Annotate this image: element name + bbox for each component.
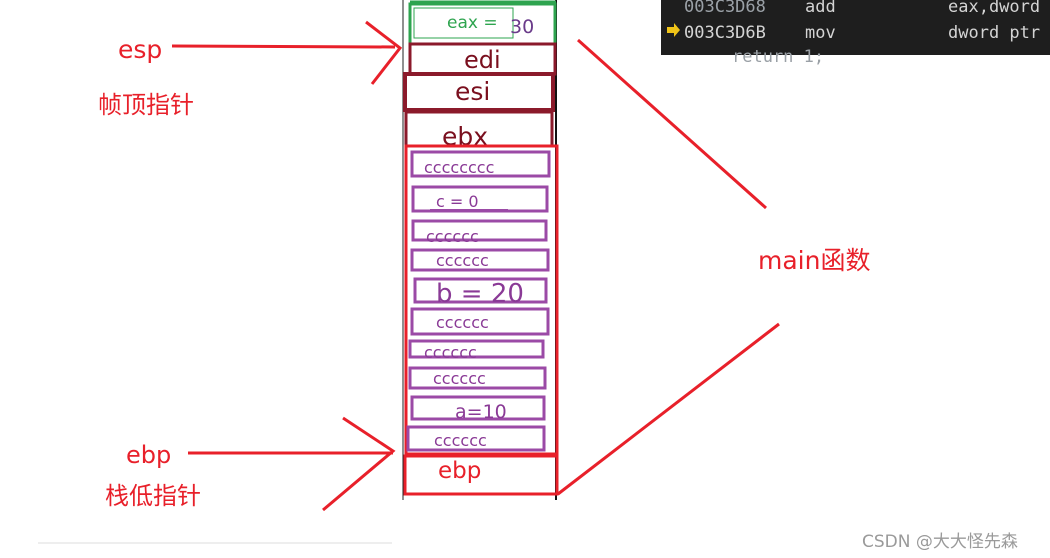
stack-cell-eax: eax = 30 bbox=[408, 2, 557, 46]
stack-cell-esi: esi bbox=[403, 72, 555, 112]
code-line-2-address: 003C3D6B bbox=[684, 23, 766, 43]
stack-cell-edi: edi bbox=[408, 42, 557, 76]
frame-cell-8 bbox=[408, 366, 547, 390]
frame-cell-10-text: cccccc bbox=[434, 431, 487, 450]
frame-cell-9-text: a=10 bbox=[455, 401, 507, 423]
main-frame-border bbox=[404, 144, 559, 456]
frame-cell-4 bbox=[410, 248, 550, 272]
code-line-2-op: mov bbox=[805, 23, 836, 43]
eax-inner-border bbox=[413, 7, 514, 39]
frame-cell-6-text: cccccc bbox=[436, 313, 489, 332]
code-line-1-args: eax,dword bbox=[948, 0, 1040, 17]
frame-cell-1-text: cccccccc bbox=[424, 158, 494, 177]
main-bracket-lower bbox=[557, 322, 780, 496]
ebp-arrow-head-icon bbox=[322, 416, 396, 512]
code-line-1-address: 003C3D68 bbox=[684, 0, 766, 17]
frame-cell-2 bbox=[411, 185, 549, 213]
ebp-label: ebp bbox=[126, 441, 171, 469]
watermark: CSDN @大大怪先森 bbox=[862, 532, 1018, 552]
ebp-cell-label: ebp bbox=[438, 458, 481, 484]
frame-cell-2-text: c = 0 bbox=[436, 192, 479, 211]
frame-cells: cccccccc c = 0 cccccc cccccc b = 20 cccc… bbox=[406, 150, 551, 452]
main-function-label: main函数 bbox=[758, 246, 870, 275]
code-line-1-op: add bbox=[805, 0, 836, 17]
ebp-cell-border bbox=[403, 454, 559, 496]
current-instruction-arrow-icon bbox=[667, 23, 680, 37]
frame-cell-1 bbox=[410, 150, 551, 178]
frame-cell-3-text: cccccc bbox=[426, 227, 479, 246]
esp-arrow-head-icon bbox=[365, 20, 403, 85]
frame-cell-3 bbox=[411, 219, 548, 242]
ebp-description: 栈低指针 bbox=[105, 482, 201, 510]
frame-cell-6 bbox=[410, 307, 550, 336]
code-panel: 003C3D68 add eax,dword 003C3D6B mov dwor… bbox=[661, 0, 1050, 67]
eax-label: eax = bbox=[447, 13, 498, 33]
code-line-3: return 1; bbox=[732, 47, 824, 67]
eax-value: 30 bbox=[510, 16, 534, 38]
frame-cell-5 bbox=[413, 277, 548, 304]
code-panel-background bbox=[661, 0, 1050, 55]
esp-arrow-shaft bbox=[171, 44, 396, 49]
main-bracket-upper bbox=[577, 38, 767, 210]
esp-description: 帧顶指针 bbox=[98, 91, 194, 119]
esi-cell-border bbox=[403, 72, 555, 112]
frame-cell-7 bbox=[408, 339, 545, 359]
frame-cell-5-text: b = 20 bbox=[436, 279, 524, 309]
frame-cell-10 bbox=[406, 425, 546, 452]
frame-cell-4-text: cccccc bbox=[436, 251, 489, 270]
frame-cell-8-text: cccccc bbox=[433, 369, 486, 388]
stack-cell-ebp: ebp bbox=[403, 454, 559, 496]
esp-label: esp bbox=[118, 35, 162, 64]
frame-cell-7-text: cccccc bbox=[424, 343, 477, 362]
esi-label: esi bbox=[455, 77, 490, 106]
frame-cell-9 bbox=[410, 395, 546, 421]
code-line-2-args: dword ptr bbox=[948, 23, 1040, 43]
edi-label: edi bbox=[464, 46, 501, 74]
